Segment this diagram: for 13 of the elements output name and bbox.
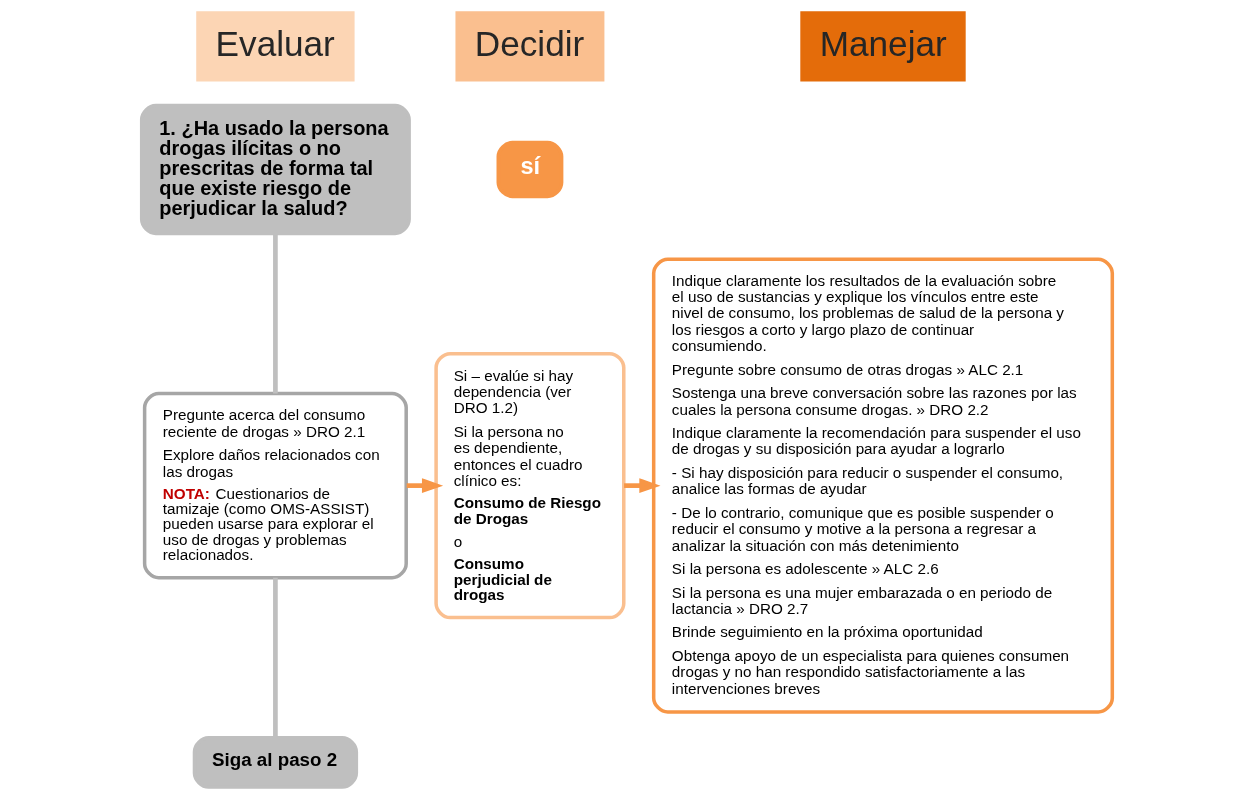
node-box: Decidir [454,11,604,82]
node-box: 1. ¿Ha usado la persona drogas ilícitas o no prescritas de forma tal que existe riesgo de perjudicar la salud? [139,103,411,236]
node-box: Siga al paso 2 [192,736,358,789]
node-box: Manejar [799,11,966,82]
connector [272,577,278,738]
arrow [623,478,660,494]
arrow [406,478,443,494]
node-box: Indique claramente los resultados de la evaluación sobre el uso de sustancias y explique los vínculos entre este nivel de consumo, los problemas de salud de la persona y los riesgos a corto y largo plazo de continuar consumiendo. Pregunte sobre consumo de otras drogas » ALC 2.1 Sostenga una breve conversación sobre las razones por las cuales la persona consume drogas. » DRO 2.2 Indique claramente la recomendación para suspender el uso de drogas y su disposición para ayudar a lograrlo - Si hay disposición para reducir o suspender el consumo, analice las formas de ayudar - De lo contrario, comunique que es posible suspender o reducir el consumo y motive a la persona a regresar a analizar la situación con más detenimiento Si la persona es adolescente » ALC 2.6 Si la persona es una mujer embarazada o en periodo de lactancia » DRO 2.7 Brinde seguimiento en la próxima oportunidad Obtenga apoyo de un especialista para quienes consumen drogas y no han respondido satisfactoriamente a las intervenciones breves [651,257,1114,714]
connector [272,233,278,394]
node-box: sí [496,140,563,199]
node-box: Evaluar [195,11,355,82]
node-box: Si – evalúe si hay dependencia (ver DRO 1.2) Si la persona no es dependiente, entonces el cuadro clínico es: Consumo de Riesgo de Drogas o Consumo perjudicial de drogas [433,351,626,620]
node-box: Pregunte acerca del consumo reciente de drogas » DRO 2.1 Explore daños relacionados con las drogas NOTA: Cuestionarios de tamizaje (como OMS-ASSIST) pueden usarse para explorar el uso de drogas y problemas relacionados. [142,391,408,580]
